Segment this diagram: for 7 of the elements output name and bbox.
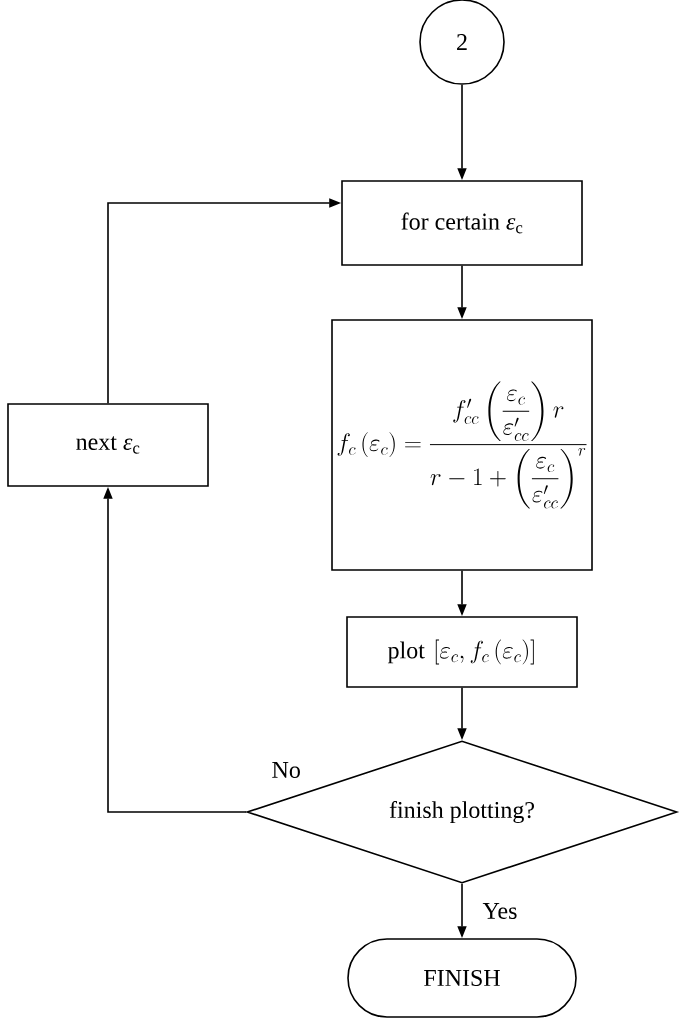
terminal-box: FINISH [347, 938, 577, 1018]
process-box: next ε$_{c}$ [7, 403, 209, 487]
process-box: $\mathrm{plot}\,\left[\varepsilon_c,f_c\left(\varepsilon_c\right)\right]$ [346, 616, 578, 688]
edge-label: No [270, 761, 302, 779]
process-box: for certain ε$_{c}$ [341, 180, 583, 266]
edge-label: Yes [481, 902, 519, 920]
process-box: $f_c\left(\varepsilon_c\right)=\frac{f'_{cc}\left(\dfrac{\varepsilon_c}{\varepsilon'_{cc}}\right)r}{r-1+\left(\dfrac{\varepsilon_c}{\varepsilon'_{cc}}\right)^{r}}$ [331, 319, 593, 571]
